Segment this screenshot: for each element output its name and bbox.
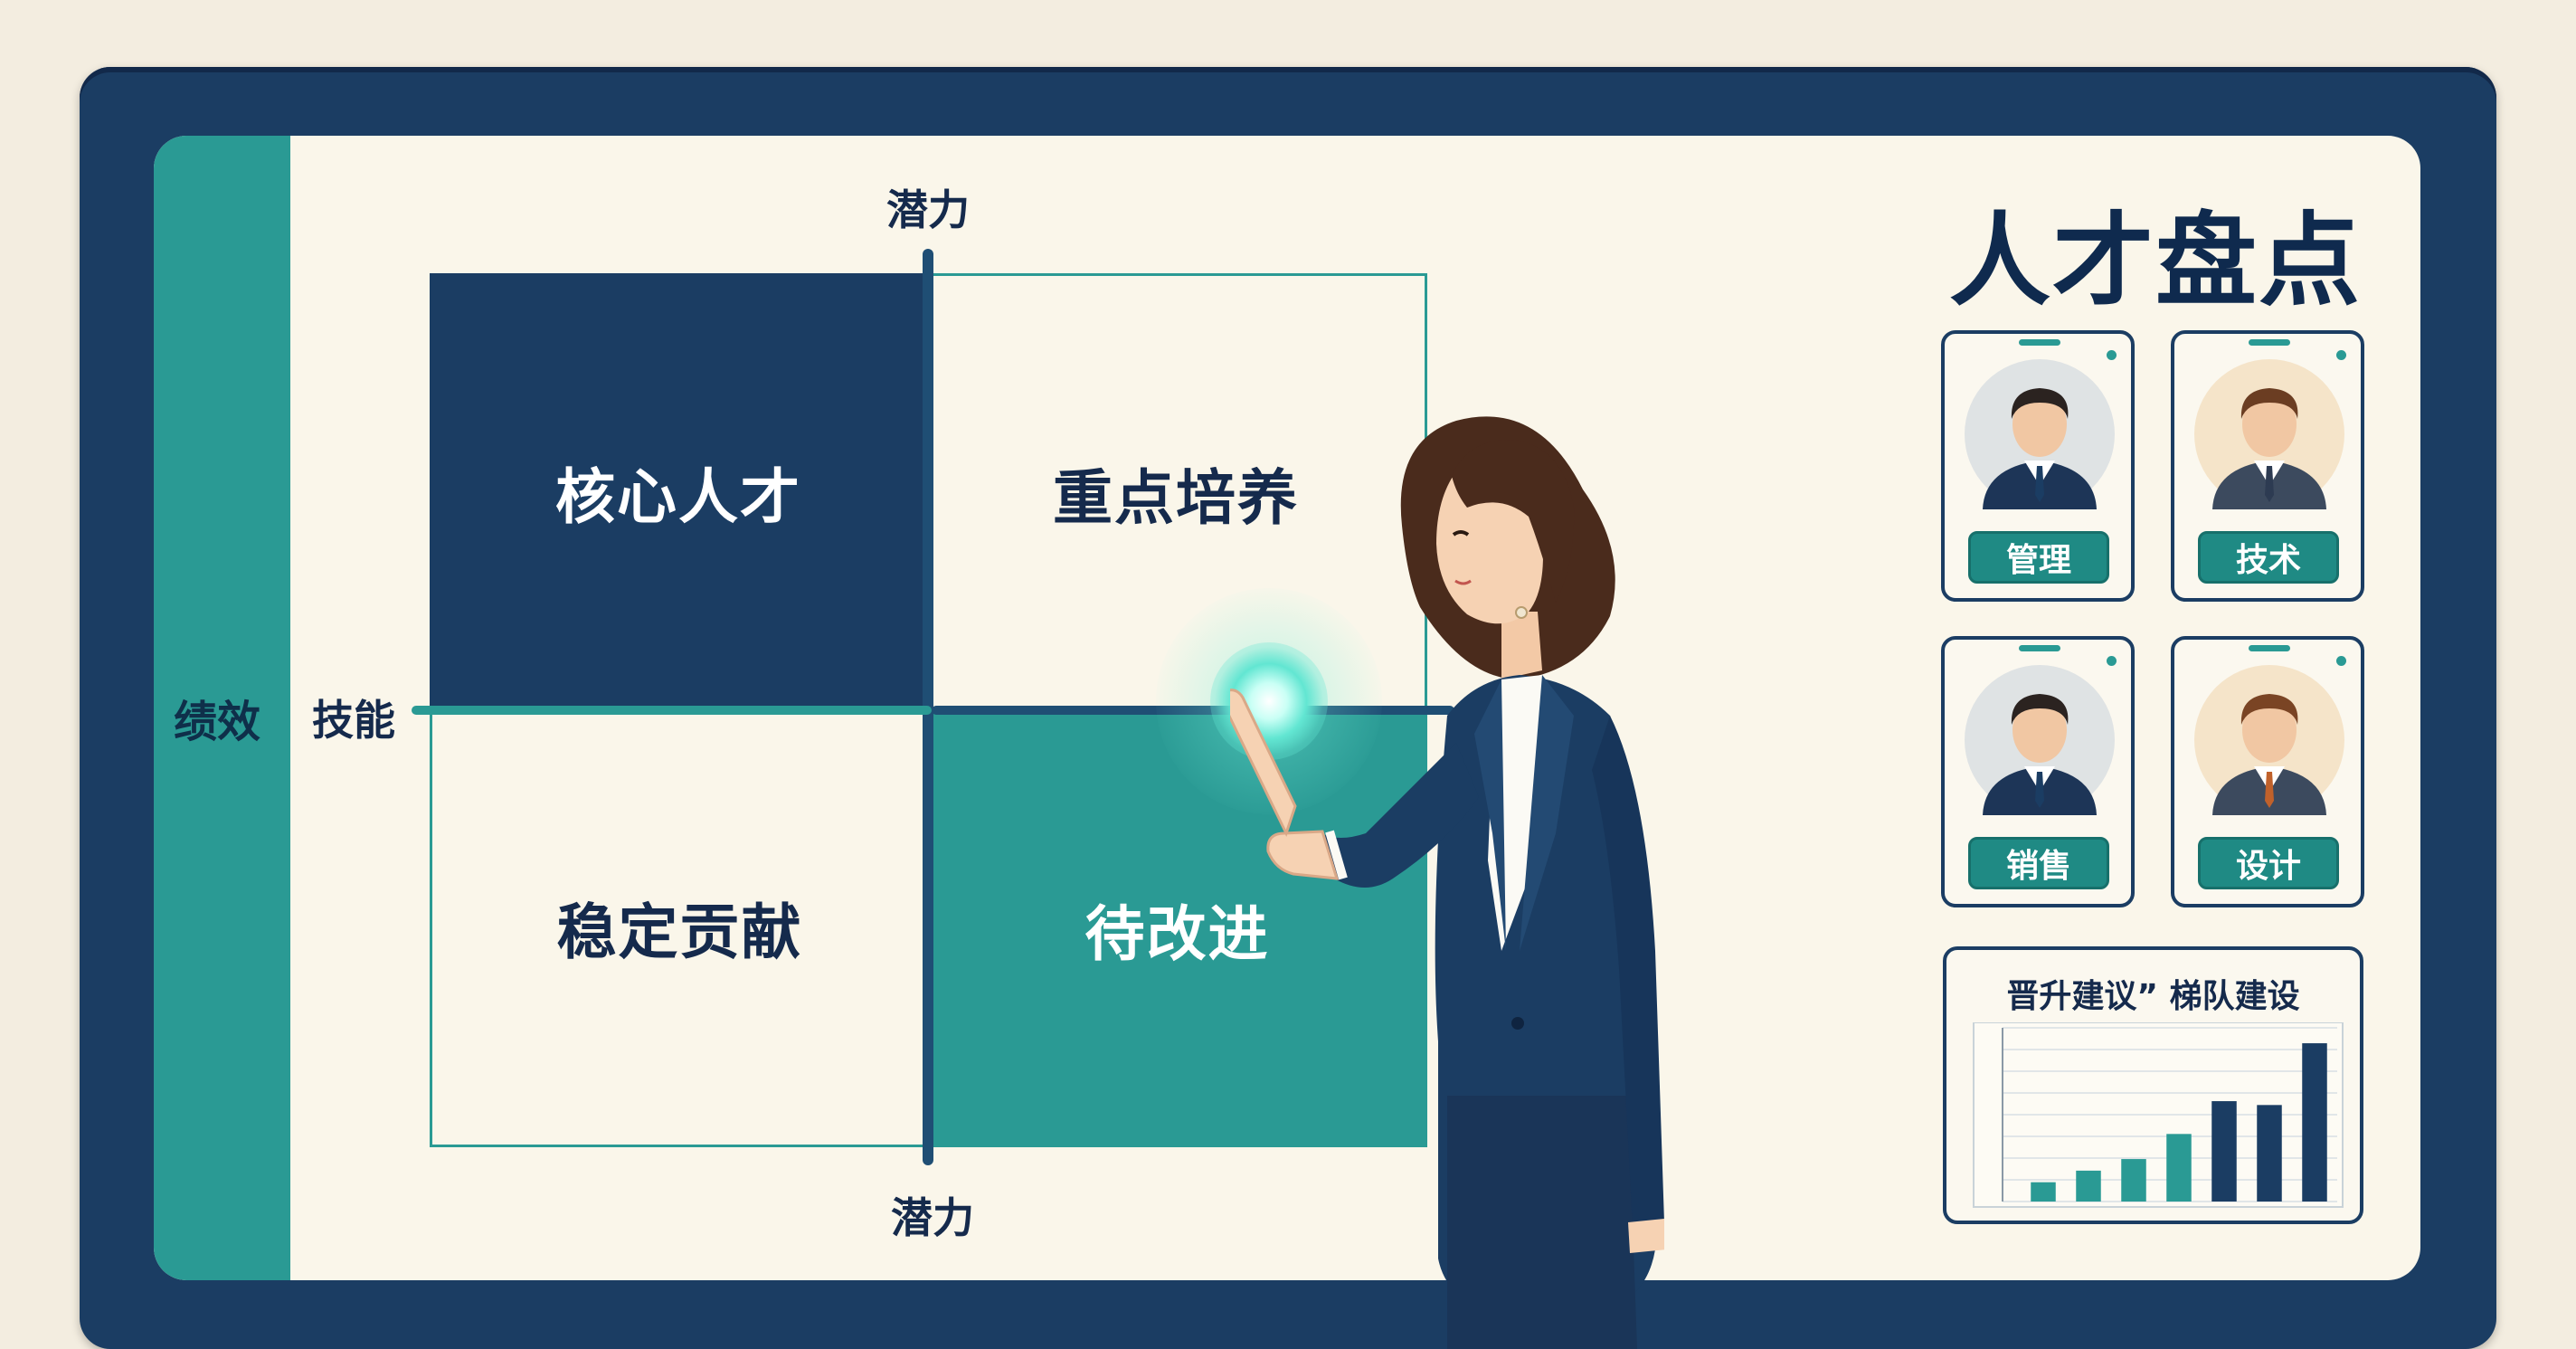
chart-bar [2302,1043,2327,1202]
badge-dot-icon [2336,656,2346,666]
badge-dot-icon [2336,350,2346,360]
card-tag: 设计 [2198,837,2339,889]
horizontal-axis-right [932,706,1454,715]
chart-bar [2121,1159,2146,1202]
axis-label-left: 技能 [312,696,395,745]
profile-card-technology[interactable]: 技术 [2171,330,2364,602]
person-avatar-icon [1983,388,2097,509]
avatar [1965,359,2115,509]
person-avatar-icon [2212,388,2326,509]
chart-bar [2076,1170,2101,1202]
bar-chart [1973,1022,2344,1208]
chart-bar [2211,1101,2237,1202]
profile-card-sales[interactable]: 销售 [1941,636,2135,907]
quadrant-core-talent[interactable]: 核心人才 [430,273,927,710]
panel-side-strip [154,136,290,1280]
horizontal-axis-left [412,706,932,715]
performance-label: 绩效 [174,697,261,747]
avatar [2194,665,2344,815]
axis-label-top: 潜力 [886,185,970,234]
card-tag: 销售 [1968,837,2109,889]
avatar [1965,665,2115,815]
badge-dot-icon [2107,350,2117,360]
chart-bar [2031,1182,2056,1202]
profile-card-design[interactable]: 设计 [2171,636,2364,907]
chart-title: 晋升建议” 梯队建设 [2006,978,2300,1015]
chart-bar [2166,1134,2192,1202]
card-tag: 技术 [2198,531,2339,584]
quadrant-key-development-label: 重点培养 [1053,463,1299,533]
quadrant-needs-improvement[interactable]: 待改进 [927,710,1427,1147]
card-tag: 管理 [1968,531,2109,584]
quadrant-needs-improvement-label: 待改进 [1084,898,1270,969]
badge-dot-icon [2107,656,2117,666]
axis-label-bottom: 潜力 [891,1193,974,1242]
person-avatar-icon [2212,694,2326,815]
quadrant-core-talent-label: 核心人才 [555,461,801,532]
presenter-illustration [1230,416,1664,1349]
profile-card-management[interactable]: 管理 [1941,330,2135,602]
badge-clip-icon [2249,645,2290,651]
badge-clip-icon [2249,339,2290,346]
promotion-chart-card: 晋升建议” 梯队建设 [1943,946,2363,1224]
badge-clip-icon [2019,645,2060,651]
chart-bar [2257,1105,2282,1202]
quadrant-stable-contribution[interactable]: 稳定贡献 [430,710,927,1147]
avatar [2194,359,2344,509]
page-title: 人才盘点 [1949,203,2362,320]
badge-clip-icon [2019,339,2060,346]
person-avatar-icon [1983,694,2097,815]
quadrant-stable-contribution-label: 稳定贡献 [556,898,803,967]
